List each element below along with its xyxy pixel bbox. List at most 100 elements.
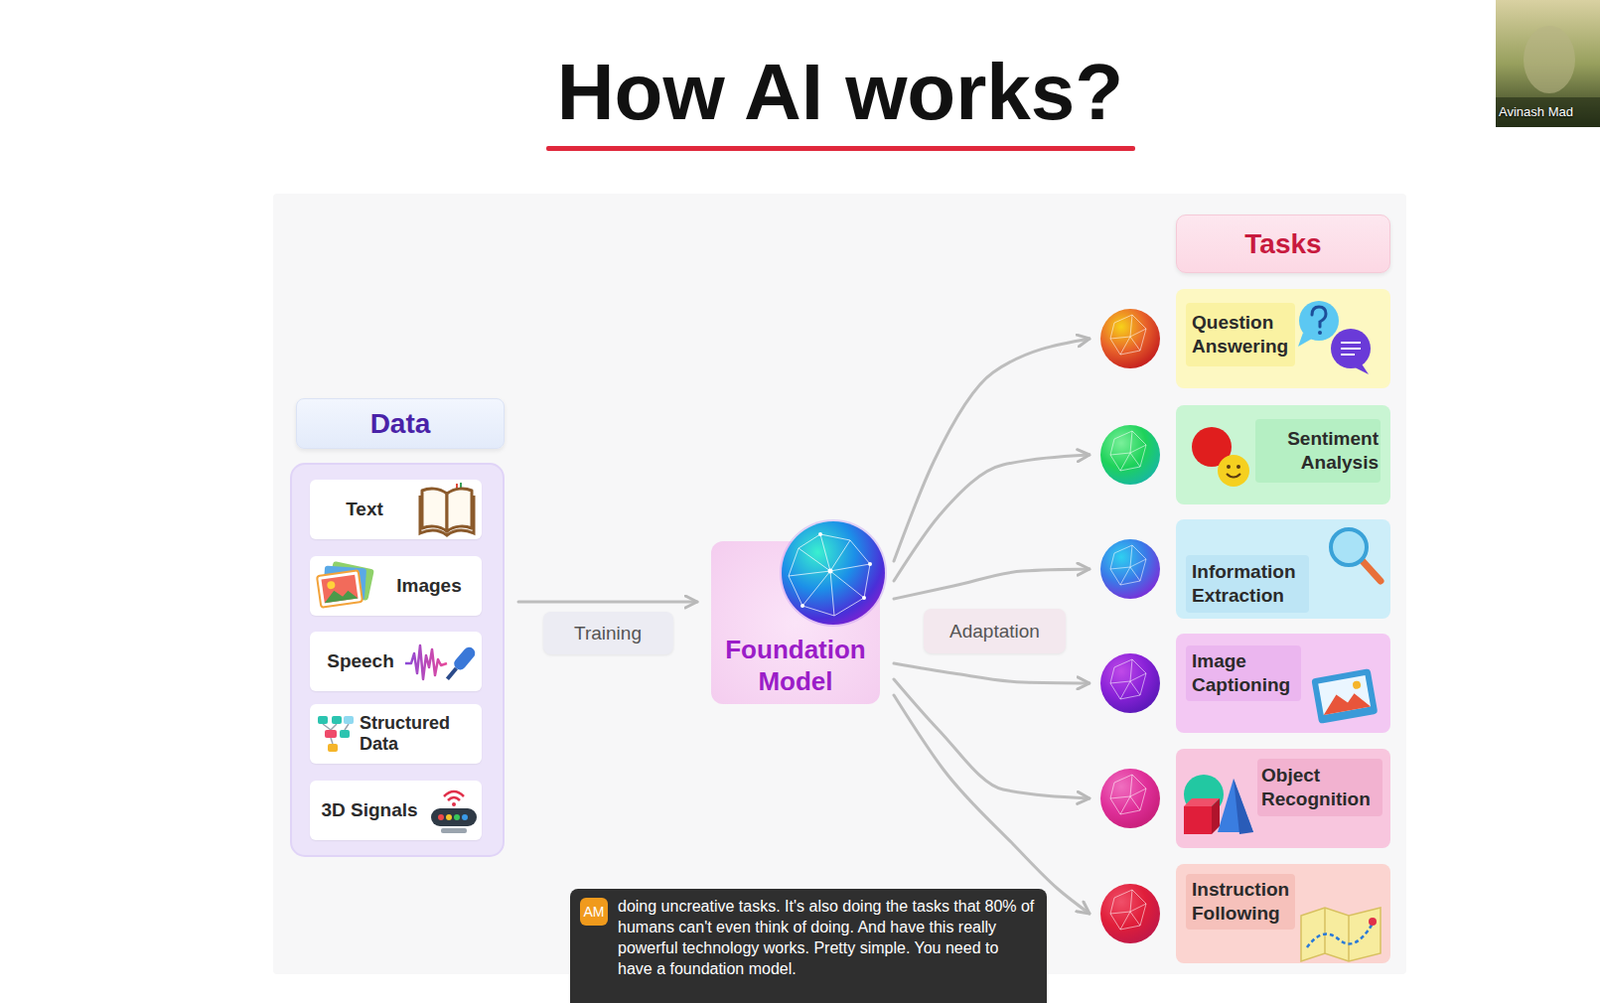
- speaker-badge: AM: [580, 897, 608, 926]
- slide-title: How AI works?: [482, 45, 1198, 140]
- edge-label-area: Training: [543, 611, 674, 655]
- question-mark: [1311, 306, 1326, 327]
- node-label: Tasks: [1176, 215, 1390, 273]
- globe-glow: [779, 519, 887, 627]
- text-ground: [1185, 555, 1310, 613]
- stage-label: Adaptation: [923, 608, 1066, 654]
- data-group: Data Text Images Speech Structured Data …: [290, 398, 505, 858]
- title-area: How AI works?: [482, 45, 1198, 140]
- illustration-part: [1317, 330, 1322, 335]
- task-box: Question Answering: [1092, 289, 1391, 389]
- cube-side: [1211, 798, 1220, 835]
- ball-mesh: [1110, 774, 1147, 815]
- task-box: Information Extraction: [1092, 519, 1391, 619]
- title-underline: [546, 145, 1136, 151]
- illustration-part: [316, 570, 363, 608]
- illustration-part: [800, 603, 805, 608]
- illustration-part: [1233, 778, 1254, 835]
- data-source-box: Structured Data: [309, 704, 482, 764]
- illustration-part: [788, 534, 871, 616]
- illustration-part: [461, 814, 468, 821]
- ball-mesh: [1110, 431, 1147, 471]
- illustration-part: [447, 797, 460, 801]
- map-icon: [1301, 907, 1381, 962]
- illustration-part: [339, 729, 350, 738]
- task-ball: [1100, 883, 1161, 944]
- illustration-part: [445, 667, 458, 681]
- data-source-box: 3D Signals: [309, 780, 482, 841]
- data-source-box: Text: [309, 479, 482, 540]
- node-label: Object Recognition: [1261, 763, 1381, 812]
- ball-mesh: [1110, 659, 1147, 700]
- task-ball: [1100, 539, 1161, 599]
- illustration-part: [1351, 680, 1361, 690]
- caption-box: AM doing uncreative tasks. It's also doin…: [570, 888, 1047, 1003]
- happy-face: [1217, 454, 1250, 487]
- chat-bubble: [1330, 328, 1371, 369]
- ball-mesh: [1110, 314, 1147, 355]
- illustration-part: [1320, 689, 1371, 716]
- illustration-part: [317, 716, 328, 725]
- node-label: Information Extraction: [1191, 560, 1310, 608]
- map-route: [1307, 923, 1373, 948]
- illustration-part: [420, 495, 474, 536]
- picture-icon: [1310, 668, 1378, 725]
- task-panel: [1175, 519, 1391, 619]
- task-panel: [1175, 633, 1391, 733]
- connector-arrow: [518, 600, 698, 604]
- task-ball: [1100, 308, 1161, 369]
- group-heading: Data: [295, 398, 505, 449]
- signals-icon: [427, 784, 481, 839]
- foundation-model-box: Foundation Model: [711, 516, 890, 706]
- illustration-part: [818, 532, 823, 537]
- webcam-tile: [1495, 0, 1600, 128]
- speech-icon: [403, 635, 479, 688]
- data-source-box: Images: [309, 556, 482, 616]
- task-panel: [1175, 289, 1391, 389]
- question-bubble: [1299, 300, 1339, 341]
- task-box: Instruction Following: [1092, 864, 1391, 964]
- connector-arrow: [893, 454, 1090, 582]
- caption-text: doing uncreative tasks. It's also doing …: [617, 895, 1037, 980]
- illustration-part: [1340, 342, 1361, 355]
- node-label: Instruction Following: [1191, 877, 1296, 926]
- illustration-part: [828, 569, 834, 575]
- illustration-part: [331, 716, 342, 725]
- node-label: 3D Signals: [315, 798, 424, 823]
- text-ground: [1185, 645, 1302, 702]
- illustration-part: [440, 828, 467, 834]
- illustration-part: [1236, 464, 1241, 469]
- globe: [781, 521, 885, 625]
- slide-area: [273, 193, 1407, 975]
- illustration-part: [1317, 675, 1371, 716]
- illustration-part: [442, 644, 478, 683]
- node-label: Speech: [317, 649, 404, 674]
- node-label: Foundation Model: [711, 633, 880, 698]
- stage-label-area: Adaptation: [923, 608, 1066, 654]
- cube-front: [1183, 806, 1212, 835]
- task-box: Sentiment Analysis: [1092, 405, 1391, 505]
- images-icon: [313, 557, 382, 615]
- task-ball: [1100, 425, 1161, 485]
- map-pin: [1368, 917, 1377, 926]
- task-ball: [1100, 653, 1161, 714]
- illustration-part: [322, 587, 358, 604]
- structured-data-icon: [315, 712, 356, 756]
- illustration-part: [322, 724, 349, 744]
- webcam-name: Avinash Mad: [1498, 103, 1599, 122]
- tasks-heading-box: Tasks: [1175, 214, 1391, 274]
- illustration-part: [1226, 464, 1231, 469]
- illustration-part: [405, 645, 447, 680]
- illustration-part: [446, 488, 472, 532]
- webcam-name-area: Avinash Mad: [1498, 103, 1599, 122]
- task-box: Object Recognition: [1092, 748, 1391, 849]
- illustration-part: [788, 534, 871, 616]
- illustration-part: [343, 716, 354, 725]
- webcam-shade: [1495, 97, 1600, 128]
- illustration-part: [422, 488, 447, 532]
- illustration-part: [1310, 668, 1378, 725]
- task-panel: [1175, 864, 1391, 964]
- illustration-part: [326, 581, 336, 590]
- illustration-part: [320, 575, 358, 603]
- illustration-part: [868, 562, 873, 567]
